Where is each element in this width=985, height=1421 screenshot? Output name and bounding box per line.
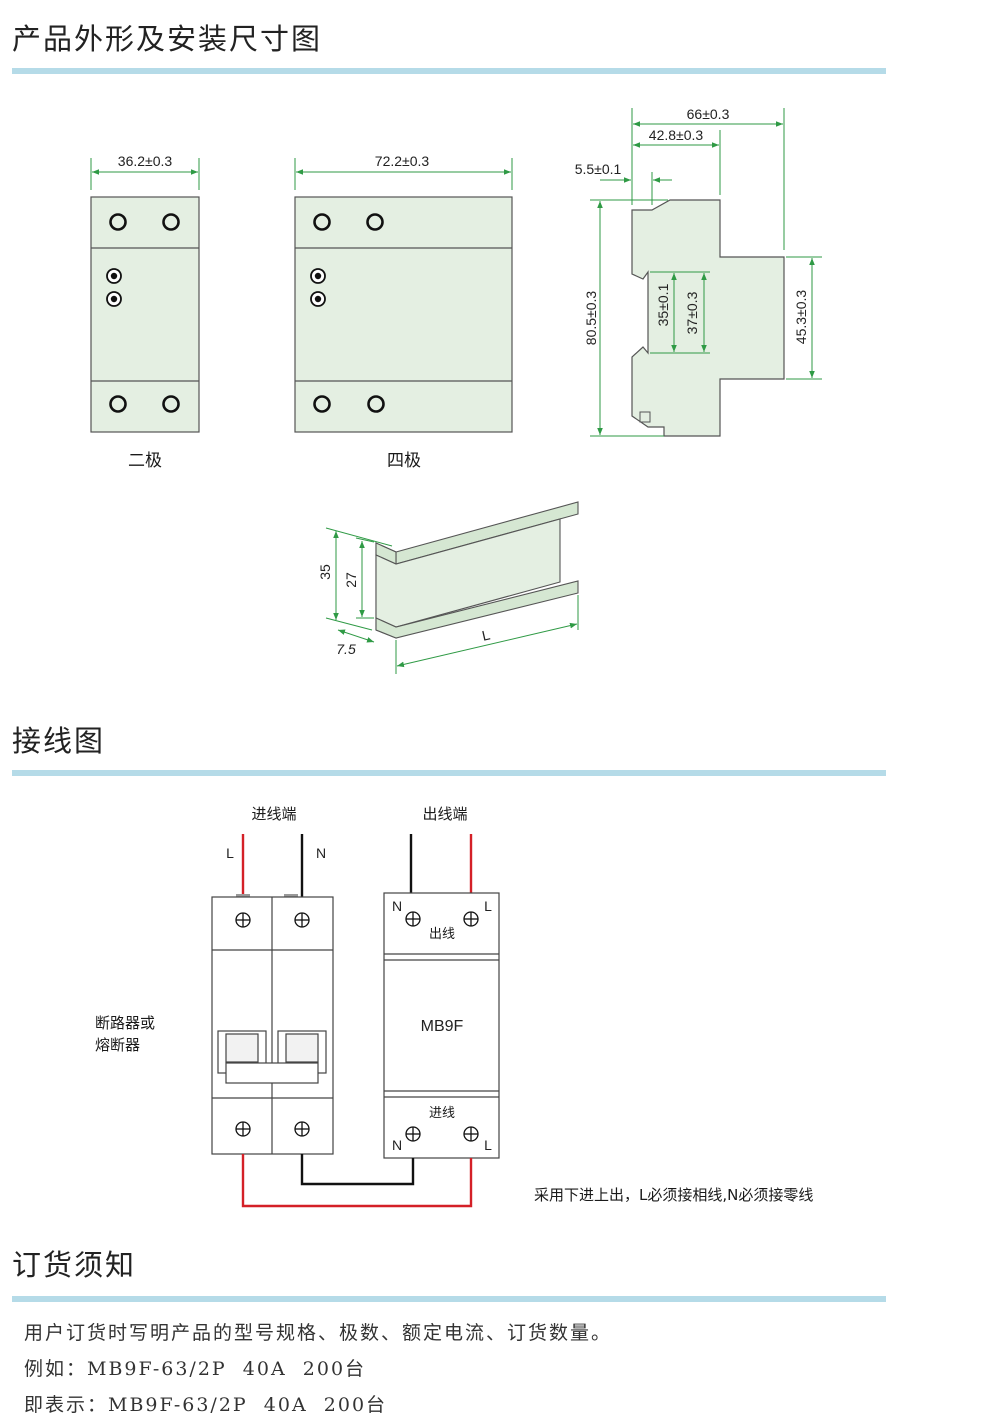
ordering-section-title: 订货须知 <box>12 1248 137 1282</box>
wiring-note: 采用下进上出，L必须接相线,N必须接零线 <box>534 1186 813 1204</box>
side-profile-view <box>631 199 785 437</box>
section-divider <box>12 770 886 776</box>
two-pole-width-label: 36.2±0.3 <box>118 153 173 169</box>
wiring-section-title: 接线图 <box>12 724 106 758</box>
side-clip-offset-label: 5.5±0.1 <box>575 161 622 177</box>
four-pole-width-dimension <box>294 158 513 190</box>
mb9f-model-label: MB9F <box>421 1018 464 1035</box>
breaker-label-line2: 熔断器 <box>95 1036 140 1054</box>
rail-length-label: L <box>480 626 491 643</box>
mb9f-out-l-label: L <box>484 898 492 914</box>
mb9f-in-l-label: L <box>484 1137 492 1153</box>
breaker-label-line1: 断路器或 <box>95 1014 155 1032</box>
rail-outer-label: 37±0.3 <box>684 291 700 334</box>
rail-inner-label: 35±0.1 <box>655 283 671 326</box>
input-neutral-label: N <box>316 845 326 861</box>
mb9f-in-n-label: N <box>392 1137 402 1153</box>
side-height-label: 80.5±0.3 <box>583 291 599 346</box>
mb9f-out-terminal-label: 出线 <box>429 927 455 942</box>
four-pole-label: 四极 <box>387 451 421 471</box>
live-link-wire <box>241 1154 473 1208</box>
side-mid-depth-label: 42.8±0.3 <box>649 127 704 143</box>
input-live-label: L <box>226 845 234 861</box>
ordering-example-line: 例如：MB9F-63/2P 40A 200台 <box>24 1358 367 1380</box>
ordering-note-line: 用户订货时写明产品的型号规格、极数、额定电流、订货数量。 <box>24 1322 613 1344</box>
output-end-label: 出线端 <box>422 805 467 823</box>
ordering-meaning-line: 即表示：MB9F-63/2P 40A 200台 <box>24 1394 388 1416</box>
two-pole-width-dimension <box>90 158 200 190</box>
rail-flange-label: 7.5 <box>336 641 356 657</box>
din-rail-dimensions <box>325 527 579 674</box>
dimensions-section-title: 产品外形及安装尺寸图 <box>12 22 323 56</box>
section-divider <box>12 1296 886 1302</box>
mb9f-in-terminal-label: 进线 <box>429 1106 455 1121</box>
rail-inner-height-label: 27 <box>343 572 359 588</box>
din-rail-drawing <box>375 501 579 639</box>
four-pole-front-view <box>294 196 513 433</box>
input-end-label: 进线端 <box>251 805 296 823</box>
neutral-link-wire <box>300 1154 415 1186</box>
rail-height-label: 35 <box>317 564 333 580</box>
section-divider <box>12 68 886 74</box>
mb9f-out-n-label: N <box>392 898 402 914</box>
mb9f-device <box>383 892 500 1159</box>
two-pole-label: 二极 <box>128 451 162 471</box>
two-pole-front-view <box>90 196 200 433</box>
four-pole-width-label: 72.2±0.3 <box>375 153 430 169</box>
side-dimension-lines <box>590 108 822 437</box>
front-height-label: 45.3±0.3 <box>793 290 809 345</box>
side-total-depth-label: 66±0.3 <box>687 106 730 122</box>
breaker-device <box>211 894 334 1155</box>
